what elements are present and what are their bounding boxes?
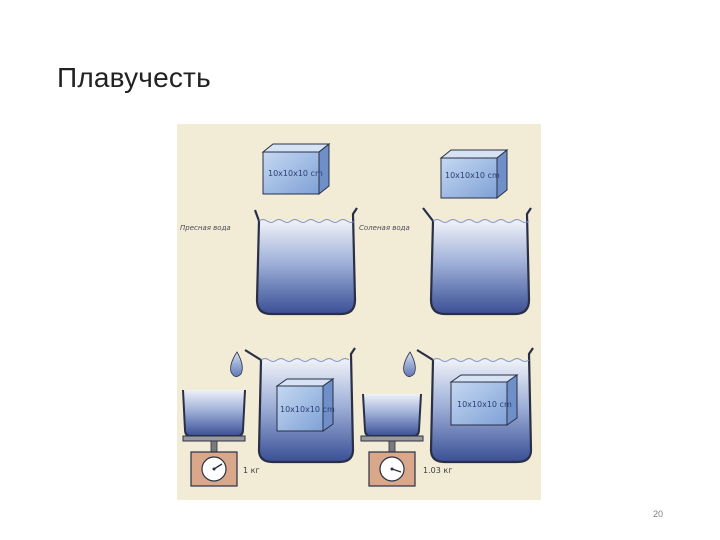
bottom-left-scale-reading: 1 кг xyxy=(243,466,260,475)
top-left-beaker xyxy=(253,207,358,316)
top-right-cube: 10x10x10 cm xyxy=(439,148,509,200)
bottom-right-cube-label: 10x10x10 cm xyxy=(457,400,512,409)
bottom-left-scale xyxy=(182,389,246,487)
bottom-left-cube-label: 10x10x10 cm xyxy=(280,405,335,414)
page-number: 20 xyxy=(653,509,664,519)
bottom-right-cube: 10x10x10 cm xyxy=(449,374,519,426)
bottom-right-drop xyxy=(403,351,416,377)
top-right-beaker xyxy=(422,207,532,316)
bottom-left-drop xyxy=(230,351,243,377)
bottom-left-cube: 10x10x10 cm xyxy=(275,378,335,432)
buoyancy-illustration: 10x10x10 cm Пресная вода 10x10x10 cm Сол… xyxy=(177,124,541,500)
bottom-right-scale xyxy=(360,393,424,487)
top-left-cube-label: 10x10x10 cm xyxy=(268,169,323,178)
salt-water-label: Соленая вода xyxy=(359,224,410,232)
fresh-water-label: Пресная вода xyxy=(180,224,231,232)
slide-title: Плавучесть xyxy=(57,62,211,93)
top-left-cube: 10x10x10 cm xyxy=(261,142,331,196)
top-right-cube-label: 10x10x10 cm xyxy=(445,171,500,180)
bottom-right-scale-reading: 1.03 кг xyxy=(423,466,452,475)
